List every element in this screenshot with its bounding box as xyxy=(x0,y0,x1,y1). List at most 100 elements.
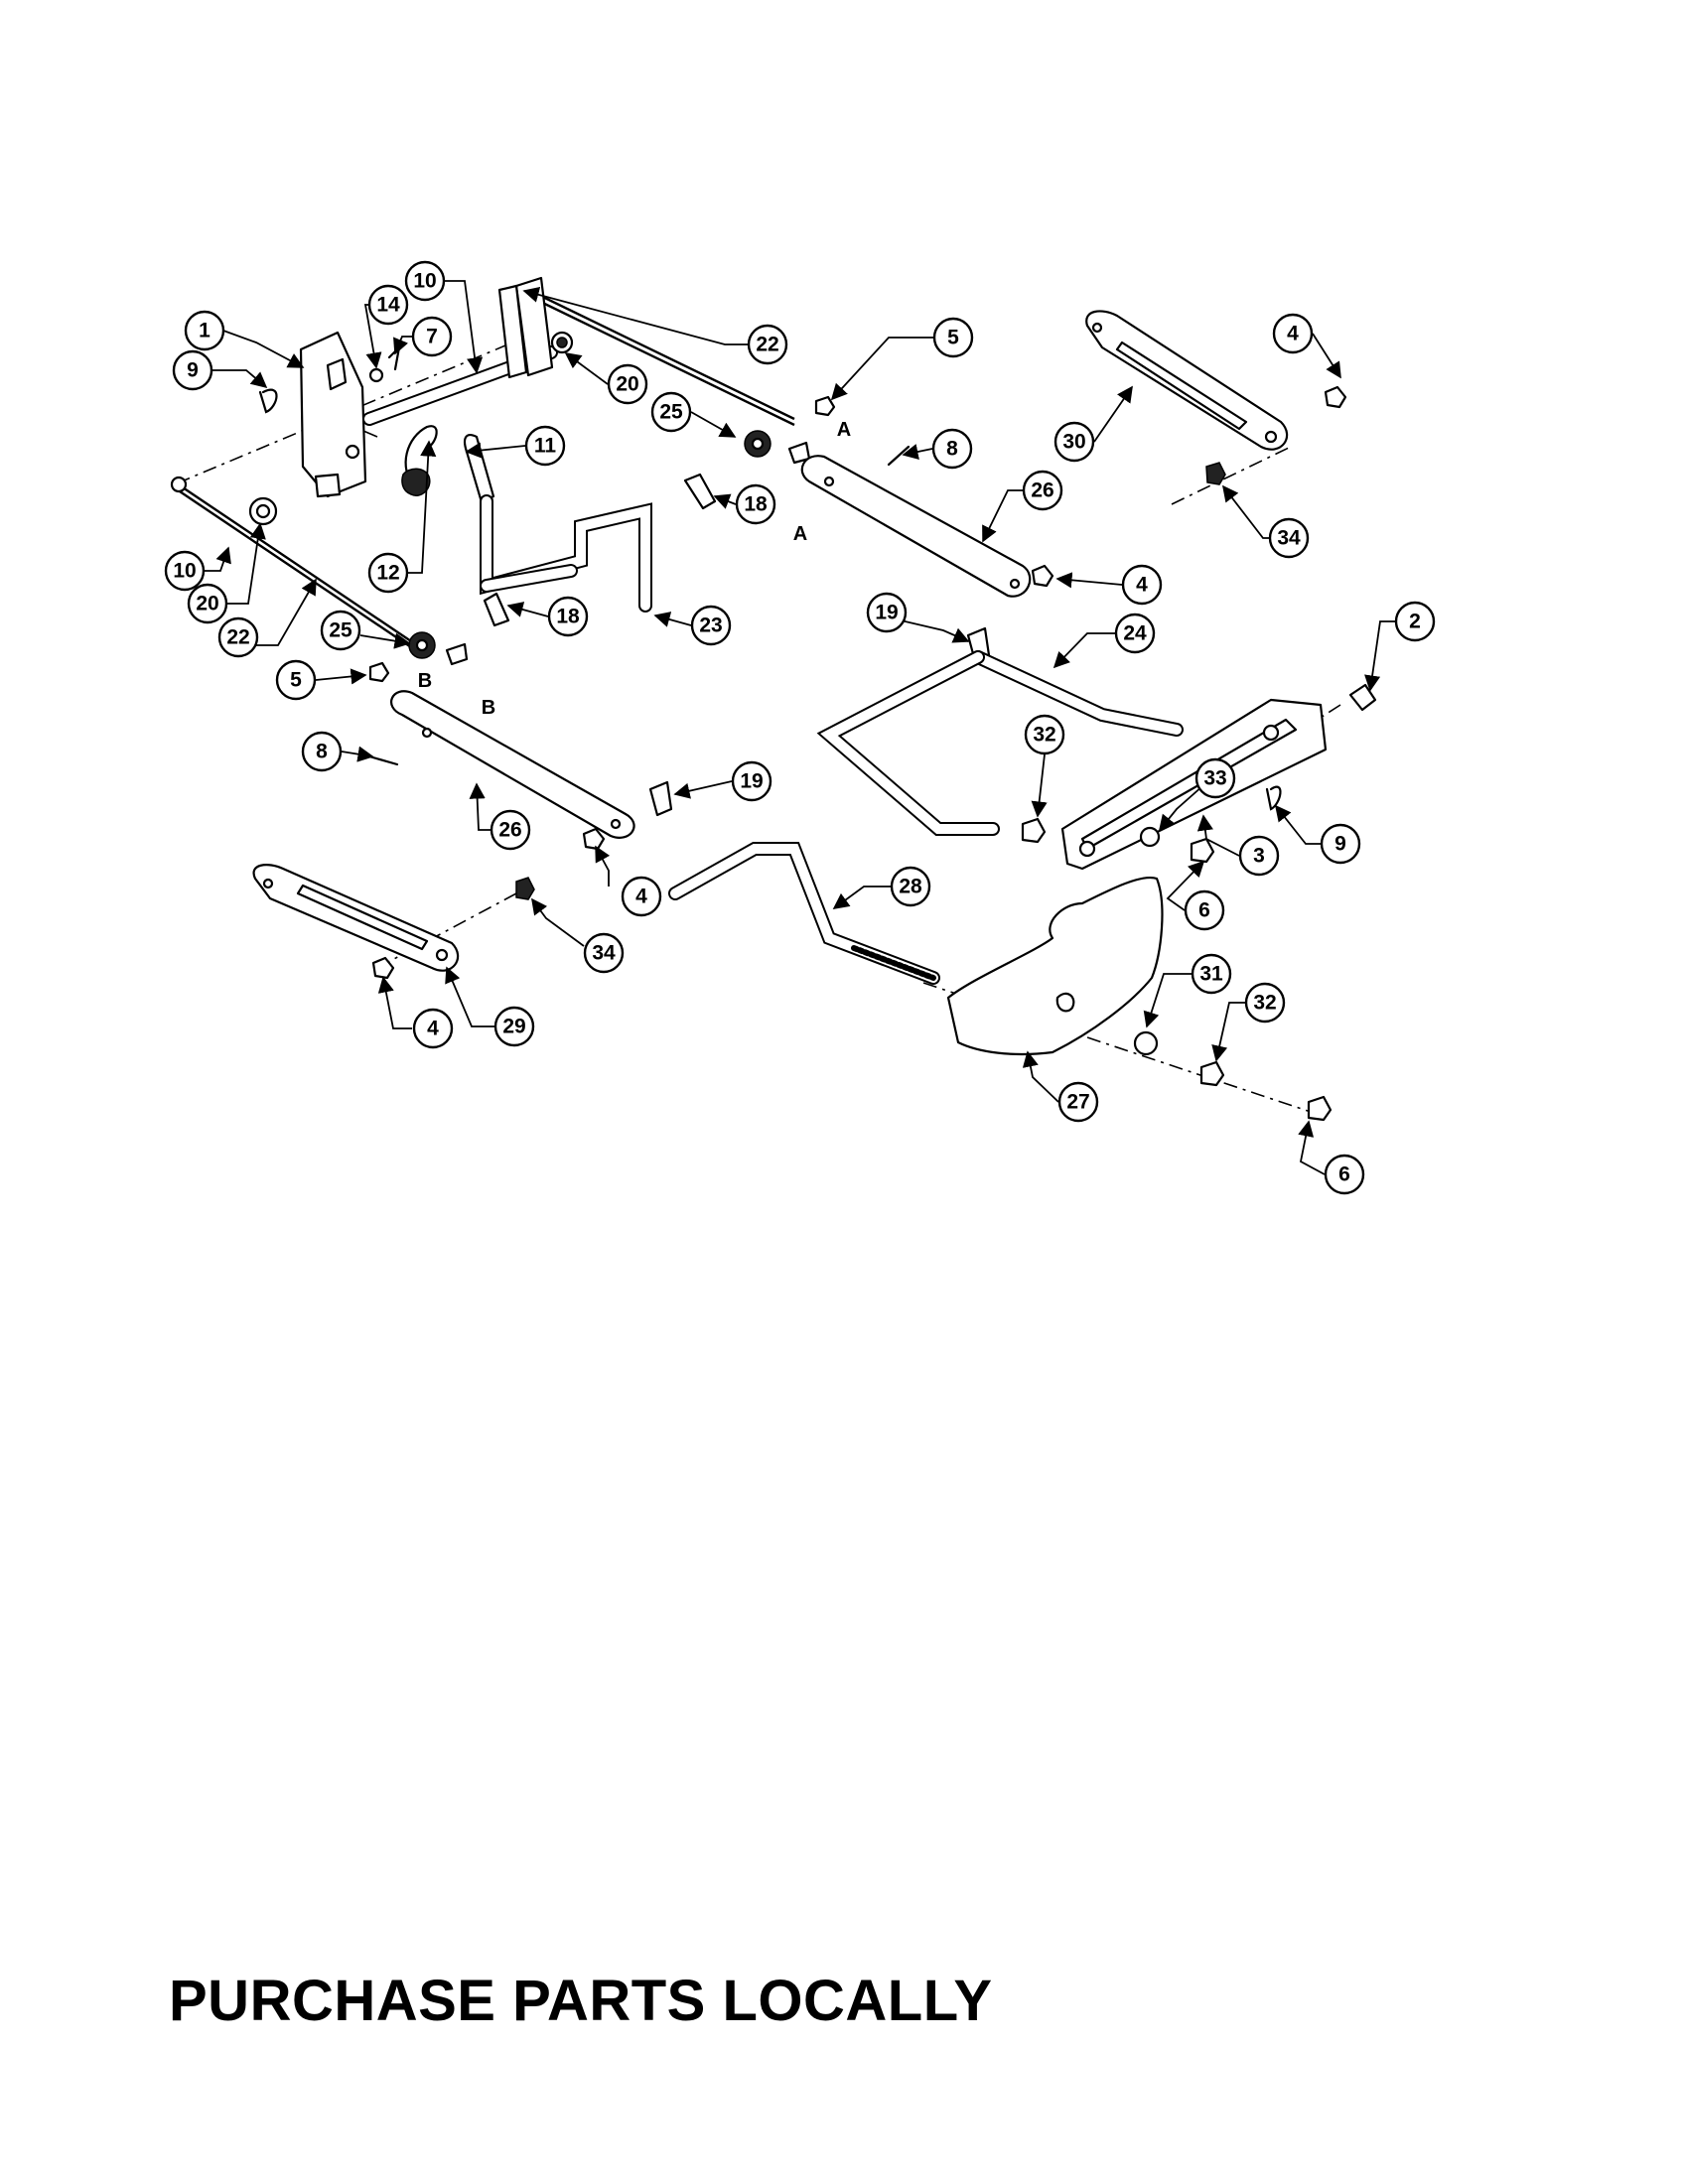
nut-part-4-b xyxy=(1031,564,1054,588)
svg-text:4: 4 xyxy=(635,886,647,908)
pulley-part-25-lower xyxy=(408,631,436,659)
callout-part-32a: 32 xyxy=(1024,714,1065,755)
callout-part-22a: 22 xyxy=(747,324,788,365)
svg-text:1: 1 xyxy=(199,320,210,342)
callout-part-20b: 20 xyxy=(187,583,228,624)
callouts: 1 2 3 4 4 4 4 5 5 6 6 7 8 8 9 9 10 10 11… xyxy=(164,260,1436,1195)
svg-text:26: 26 xyxy=(1031,479,1053,502)
svg-text:30: 30 xyxy=(1062,431,1085,454)
svg-text:23: 23 xyxy=(699,614,722,637)
callout-part-2: 2 xyxy=(1394,601,1436,642)
svg-text:25: 25 xyxy=(329,619,352,642)
callout-part-25a: 25 xyxy=(650,391,692,433)
callout-part-22b: 22 xyxy=(217,616,259,658)
spring-part-12 xyxy=(401,425,438,496)
svg-text:19: 19 xyxy=(875,602,898,624)
bracket-part-3 xyxy=(1060,698,1328,871)
bolt-part-34-lower xyxy=(515,877,535,900)
svg-text:3: 3 xyxy=(1253,845,1265,868)
svg-text:8: 8 xyxy=(946,438,958,461)
callout-part-6a: 6 xyxy=(1184,889,1225,931)
nut-part-4-d xyxy=(371,956,395,980)
cable-upper xyxy=(523,286,795,421)
bolt-part-18-lower xyxy=(483,592,510,627)
hairpin-part-9 xyxy=(258,388,278,414)
washer-part-31 xyxy=(1133,1030,1159,1056)
callout-part-4a: 4 xyxy=(1272,313,1314,354)
svg-text:6: 6 xyxy=(1198,899,1210,922)
callout-part-34a: 34 xyxy=(1268,517,1310,559)
svg-text:11: 11 xyxy=(534,435,557,458)
hairpin-part-9-right xyxy=(1265,785,1282,811)
callout-part-8a: 8 xyxy=(931,428,973,470)
callout-part-31: 31 xyxy=(1191,953,1232,995)
parts-layer xyxy=(170,276,1377,1122)
callout-part-5b: 5 xyxy=(275,659,317,701)
callout-part-5a: 5 xyxy=(932,317,974,358)
ref-letter-a-lower: A xyxy=(793,523,807,545)
callout-part-26a: 26 xyxy=(1022,470,1063,511)
svg-text:22: 22 xyxy=(756,334,778,356)
callout-part-20a: 20 xyxy=(607,363,648,405)
callout-part-10a: 10 xyxy=(404,260,446,302)
cable-lower-2 xyxy=(176,488,418,652)
link-part-26-upper xyxy=(800,455,1032,598)
svg-text:27: 27 xyxy=(1066,1091,1089,1114)
svg-text:5: 5 xyxy=(947,327,959,349)
svg-text:22: 22 xyxy=(226,626,249,649)
callout-part-25b: 25 xyxy=(320,610,361,651)
ref-letter-a-upper: A xyxy=(837,419,851,441)
axis-line-5 xyxy=(376,892,517,969)
svg-text:7: 7 xyxy=(426,326,438,348)
washer-part-33 xyxy=(1139,826,1161,848)
svg-text:18: 18 xyxy=(744,493,768,516)
svg-text:19: 19 xyxy=(740,770,763,793)
axis-line-1 xyxy=(176,327,549,484)
callout-part-4d: 4 xyxy=(412,1008,454,1049)
callout-part-10b: 10 xyxy=(164,550,206,592)
nut-part-4-a xyxy=(1324,385,1347,409)
svg-text:5: 5 xyxy=(290,669,302,692)
callout-part-18a: 18 xyxy=(735,483,776,525)
callout-part-23: 23 xyxy=(690,605,732,646)
svg-text:29: 29 xyxy=(502,1016,525,1038)
svg-text:10: 10 xyxy=(413,270,436,293)
cable-lower xyxy=(176,482,418,646)
callout-part-9b: 9 xyxy=(1320,823,1361,865)
reference-letters: A A B B xyxy=(418,419,851,719)
svg-text:4: 4 xyxy=(1136,574,1148,597)
svg-text:31: 31 xyxy=(1199,963,1223,986)
washer-part-14 xyxy=(368,367,384,383)
callout-part-27: 27 xyxy=(1057,1081,1099,1123)
svg-text:32: 32 xyxy=(1253,992,1276,1015)
svg-text:32: 32 xyxy=(1033,724,1055,747)
pin-part-8-lower xyxy=(367,754,399,766)
nut-part-32-lower xyxy=(1199,1060,1225,1087)
svg-text:34: 34 xyxy=(1277,527,1301,550)
bolt-part-2 xyxy=(1348,683,1377,712)
callout-part-30: 30 xyxy=(1053,421,1095,463)
callout-part-11: 11 xyxy=(524,425,566,467)
callout-part-28: 28 xyxy=(890,866,931,907)
svg-text:24: 24 xyxy=(1123,622,1147,645)
callout-part-24: 24 xyxy=(1114,613,1156,654)
callout-part-26b: 26 xyxy=(490,809,531,851)
rod-part-24 xyxy=(816,650,1184,836)
callout-part-32b: 32 xyxy=(1244,982,1286,1024)
callout-part-7: 7 xyxy=(411,316,453,357)
link-part-26-lower xyxy=(390,690,635,839)
callout-part-18b: 18 xyxy=(547,596,589,637)
callout-part-6b: 6 xyxy=(1324,1154,1365,1195)
rod-part-28 xyxy=(668,842,940,985)
callout-part-4c: 4 xyxy=(621,876,662,917)
svg-text:9: 9 xyxy=(187,359,199,382)
bolt-part-34-upper xyxy=(1205,462,1226,485)
bolt-part-18-upper xyxy=(683,473,717,510)
svg-text:4: 4 xyxy=(427,1018,439,1040)
nut-part-5-upper xyxy=(814,395,836,417)
svg-text:20: 20 xyxy=(196,593,218,615)
pin-part-7 xyxy=(387,343,401,371)
svg-text:6: 6 xyxy=(1338,1163,1350,1186)
svg-text:12: 12 xyxy=(376,562,399,585)
svg-text:28: 28 xyxy=(899,876,922,898)
